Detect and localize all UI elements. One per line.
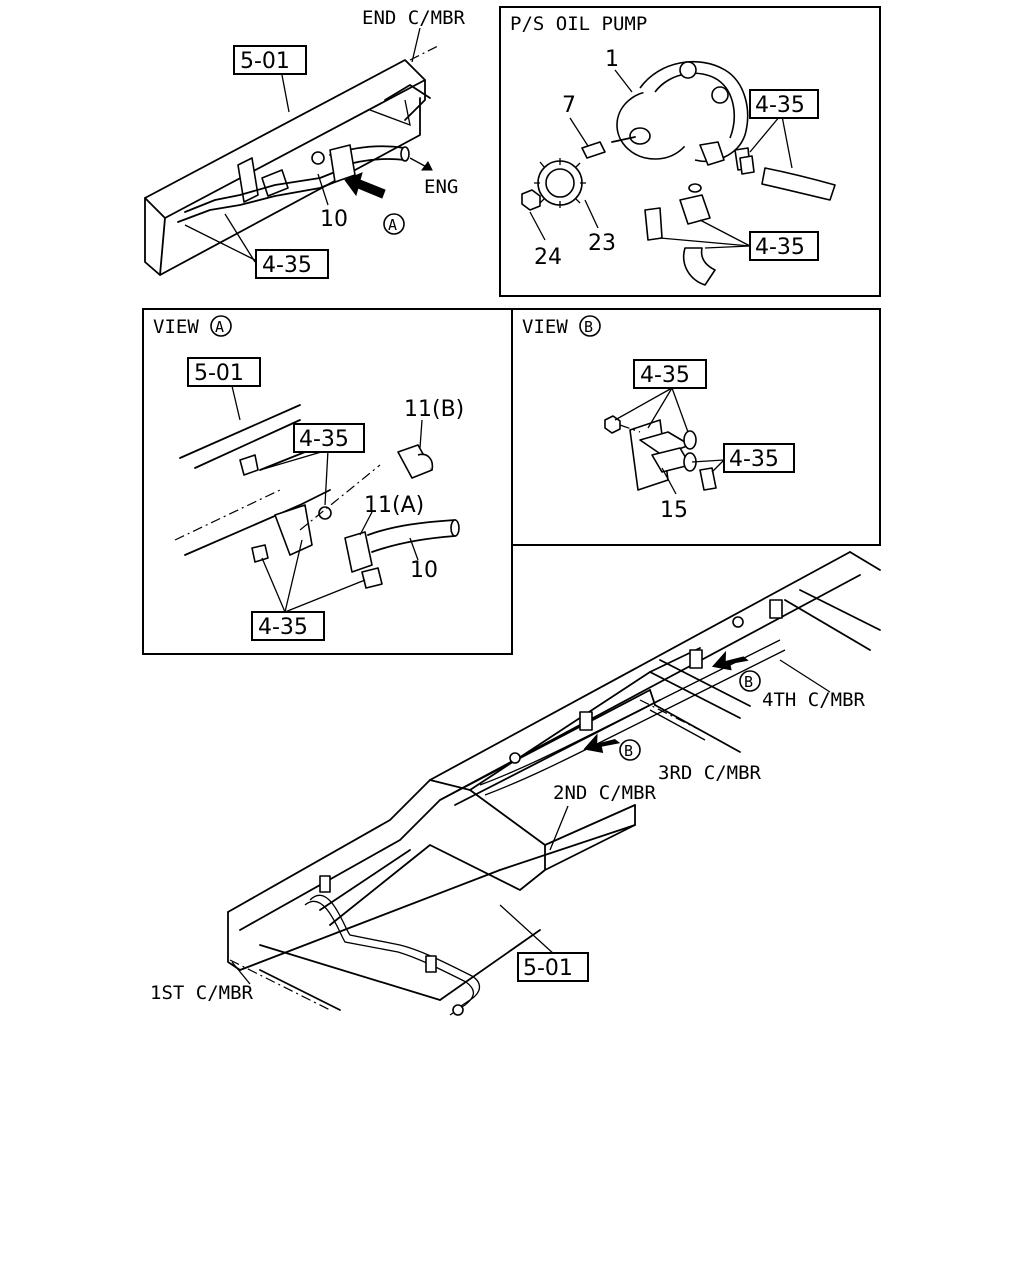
chassis-ref-5-01: 5-01: [523, 956, 573, 981]
view-b-panel: VIEW B 4-35 4-35 15: [511, 308, 881, 546]
ref-box-hose: [749, 89, 819, 119]
view-a-ref-5-01: 5-01: [194, 361, 244, 386]
view-a-title-marker: A: [215, 318, 224, 336]
chassis-frame-overview: 4TH C/MBR 3RD C/MBR 2ND C/MBR 1ST C/MBR …: [150, 551, 881, 1016]
end-crossmember-section: 5-01 END C/MBR ENG 10 A 4-35: [144, 7, 466, 279]
ref-label-4-35-pipe: 4-35: [755, 235, 805, 260]
view-b-marker-lower: B: [624, 742, 633, 760]
view-a-ref-4-35-lower: 4-35: [258, 615, 308, 640]
end-crossmember-label: END C/MBR: [362, 7, 466, 29]
view-b-title-marker: B: [584, 318, 593, 336]
view-b-marker-circle-lower: [619, 739, 641, 761]
view-b-marker-circle-upper: [739, 670, 761, 692]
view-a-ref-box-frame: [187, 357, 261, 387]
view-a-ref-box-lower: [251, 611, 325, 641]
view-a-title-circle: [210, 315, 232, 337]
label-2nd-crossmember: 2ND C/MBR: [553, 782, 657, 804]
view-a-marker: A: [388, 216, 397, 234]
view-b-title: VIEW: [522, 316, 568, 338]
view-b-title-circle: [579, 315, 601, 337]
view-b-ref-4-35-right: 4-35: [729, 447, 779, 472]
ref-box-bracket: [255, 249, 329, 279]
view-b-ref-box-upper: [633, 359, 707, 389]
view-a-marker-circle: [383, 213, 405, 235]
view-a-panel: VIEW A 5-01 4-35: [142, 308, 513, 655]
part-number-24: 24: [534, 245, 562, 270]
ref-box-pipe: [749, 231, 819, 261]
label-1st-crossmember: 1ST C/MBR: [150, 982, 254, 1004]
view-b-ref-box-right: [723, 443, 795, 473]
view-a-ref-box-upper: [293, 423, 365, 453]
view-a-ref-4-35-upper: 4-35: [299, 427, 349, 452]
part-number-11b: 11(B): [404, 397, 464, 422]
ref-box-frame: [233, 45, 307, 75]
chassis-ref-box-frame: [517, 952, 589, 982]
part-number-11a: 11(A): [364, 493, 424, 518]
eng-label: ENG: [424, 176, 458, 198]
view-a-title: VIEW: [153, 316, 199, 338]
part-number-15: 15: [660, 498, 688, 523]
view-b-marker-upper: B: [744, 673, 753, 691]
part-number-7: 7: [562, 93, 576, 118]
label-3rd-crossmember: 3RD C/MBR: [658, 762, 762, 784]
ref-label-4-35: 4-35: [262, 253, 312, 278]
label-4th-crossmember: 4TH C/MBR: [762, 689, 866, 711]
view-a-part-number-10: 10: [410, 558, 438, 583]
part-number-10: 10: [320, 207, 348, 232]
ref-label-4-35-hose: 4-35: [755, 93, 805, 118]
ps-oil-pump-panel: P/S OIL PUMP 1: [499, 6, 881, 297]
view-b-ref-4-35-upper: 4-35: [640, 363, 690, 388]
part-number-1: 1: [605, 47, 619, 72]
ref-label-5-01: 5-01: [240, 49, 290, 74]
pump-panel-title: P/S OIL PUMP: [510, 13, 647, 35]
part-number-23: 23: [588, 231, 616, 256]
